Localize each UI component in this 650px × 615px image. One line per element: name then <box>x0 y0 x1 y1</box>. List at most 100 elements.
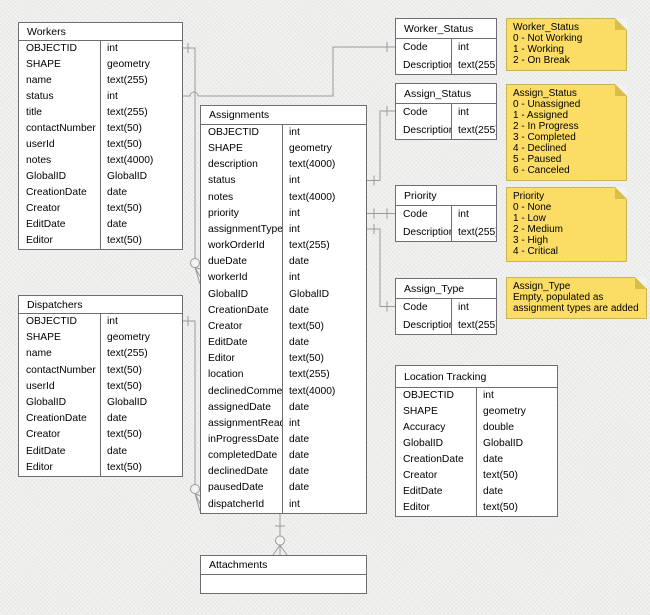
field-type: text(255) <box>451 56 496 74</box>
many-crowfoot-icon <box>272 544 288 556</box>
field-type: text(50) <box>476 468 557 484</box>
note-line: 3 - Completed <box>513 132 576 143</box>
field-type: int <box>282 496 366 513</box>
field-type: int <box>100 89 182 105</box>
field-type: text(50) <box>100 121 182 137</box>
field-name: notes <box>26 155 52 166</box>
field-name: GlobalID <box>208 288 249 300</box>
connector-assignments-attachments[interactable] <box>272 512 288 556</box>
note-title: Priority <box>513 191 545 202</box>
field-name: assignmentType <box>208 223 282 235</box>
table-title: Assignments <box>201 106 366 125</box>
field-type: int <box>282 173 366 190</box>
note-line: 1 - Low <box>513 213 546 224</box>
field-type: text(50) <box>100 378 182 395</box>
connector-assignments-assign-status[interactable] <box>367 106 395 186</box>
field-name: contactNumber <box>26 364 96 376</box>
field-name: Editor <box>403 502 430 513</box>
field-type: date <box>282 335 366 352</box>
note-line: 0 - None <box>513 202 552 213</box>
note-line: 2 - In Progress <box>513 121 579 132</box>
connector-dispatchers-assignments[interactable] <box>183 316 201 512</box>
connector-assignments-assign-type[interactable] <box>367 224 395 312</box>
field-row: userId text(50) <box>19 378 182 395</box>
field-type: geometry <box>282 141 366 158</box>
field-name: Creator <box>26 203 61 214</box>
field-name: userId <box>26 139 55 150</box>
field-row: EditDate date <box>201 335 366 352</box>
field-type: int <box>282 205 366 222</box>
field-type: text(255) <box>282 367 366 384</box>
field-name: Code <box>403 107 428 118</box>
field-type: double <box>476 420 557 436</box>
connector-workers-assignments[interactable] <box>183 43 201 285</box>
field-type: int <box>100 41 182 57</box>
entity-attachments[interactable]: Attachments <box>200 555 367 594</box>
field-type: int <box>100 314 182 331</box>
table-title: Assign_Status <box>396 84 496 104</box>
connector-assignments-priority[interactable] <box>367 208 395 219</box>
field-name: EditDate <box>403 486 443 497</box>
connector-workers-worker-status[interactable] <box>183 42 395 97</box>
field-row: SHAPE geometry <box>19 57 182 73</box>
field-name: Description <box>403 319 451 331</box>
field-type: int <box>451 104 496 122</box>
field-row: declinedCommenttext(4000) <box>201 383 366 400</box>
note-line: 3 - High <box>513 235 549 246</box>
field-type: int <box>476 388 557 404</box>
note-line: 1 - Working <box>513 44 564 55</box>
field-name: GlobalID <box>26 171 67 182</box>
field-name: Description <box>403 59 451 71</box>
zero-circle-icon <box>190 484 200 494</box>
field-name: SHAPE <box>26 59 61 70</box>
field-type: geometry <box>100 57 182 73</box>
field-type: text(50) <box>282 318 366 336</box>
field-name: assignedDate <box>208 401 271 413</box>
note-line: assignment types are added <box>513 303 639 314</box>
field-type: text(50) <box>100 233 182 249</box>
field-name: EditDate <box>208 337 248 349</box>
field-name: userId <box>26 380 55 392</box>
field-name: Editor <box>26 461 53 473</box>
note-line: 4 - Declined <box>513 143 567 154</box>
field-name: name <box>26 75 52 86</box>
field-type: text(4000) <box>282 383 366 400</box>
field-name: CreationDate <box>208 304 269 316</box>
field-name: Description <box>403 124 451 136</box>
